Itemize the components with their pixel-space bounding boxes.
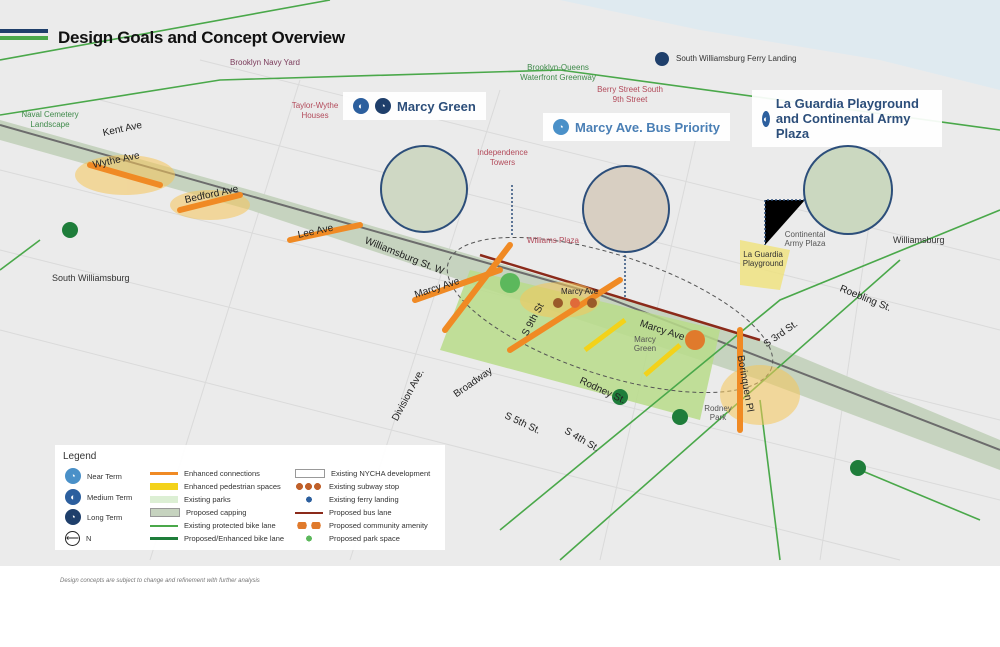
- label-ferry: South Williamsburg Ferry Landing: [676, 54, 797, 63]
- medium-term-icon: ◐: [65, 489, 81, 505]
- callout-label: Marcy Ave. Bus Priority: [575, 119, 720, 135]
- legend-item: Existing NYCHA development: [331, 469, 431, 478]
- label-continental: Continental Army Plaza: [784, 230, 826, 248]
- callout-label: La Guardia Playground and Continental Ar…: [775, 96, 919, 141]
- amenity-swatch: [295, 522, 323, 529]
- label-south-williamsburg: South Williamsburg: [52, 273, 130, 283]
- label-marcy-green: Marcy Green: [633, 335, 657, 353]
- legend-item: Existing subway stop: [329, 482, 400, 491]
- enhanced-bike-lane-swatch: [150, 537, 178, 540]
- callout-marcy-green[interactable]: ◐ ◔ Marcy Green: [343, 92, 486, 120]
- nycha-swatch: [295, 469, 325, 478]
- legend-item: Existing ferry landing: [329, 495, 399, 504]
- label-taylor-wythe: Taylor-Wythe Houses: [291, 101, 339, 120]
- enhanced-connections-swatch: [150, 472, 178, 475]
- near-term-icon: ◔: [65, 468, 81, 484]
- legend-item: Proposed bus lane: [329, 508, 392, 517]
- page-title: Design Goals and Concept Overview: [58, 28, 345, 47]
- marcy-green-park: [440, 270, 720, 420]
- label-berry-street: Berry Street South 9th Street: [597, 85, 663, 104]
- proposed-bus-lane: [479, 253, 761, 342]
- label-rodney-park: Rodney Park: [704, 404, 732, 422]
- expressway-capping: [0, 120, 1000, 470]
- capping-swatch: [150, 508, 180, 517]
- legend-item: Enhanced pedestrian spaces: [184, 482, 281, 491]
- callout-laguardia[interactable]: ◐ La Guardia Playground and Continental …: [752, 90, 942, 147]
- legend-item: Proposed community amenity: [329, 521, 428, 530]
- legend-near-term: Near Term: [87, 471, 122, 481]
- medium-term-icon: ◐: [353, 98, 369, 114]
- label-naval-cemetery: Naval Cemetery Landscape: [21, 110, 79, 129]
- enhanced-connections: [87, 162, 743, 433]
- legend-item: Proposed capping: [186, 508, 247, 517]
- near-term-icon: ◔: [553, 119, 569, 135]
- ferry-landing-icon: [655, 52, 669, 66]
- legend-medium-term: Medium Term: [87, 492, 133, 502]
- label-williams-plaza: Williams Plaza: [527, 236, 580, 245]
- callout-label: Marcy Green: [397, 98, 476, 114]
- bike-lane-swatch: [150, 524, 178, 527]
- image-bubble-bus-priority: [582, 165, 670, 253]
- legend-item: Existing protected bike lane: [184, 521, 276, 530]
- legend-title: Legend: [63, 451, 97, 462]
- long-term-icon: ◔: [375, 98, 391, 114]
- label-independence: Independence Towers: [477, 148, 528, 167]
- callout-bus-priority[interactable]: ◔ Marcy Ave. Bus Priority: [543, 113, 730, 141]
- legend-item: Enhanced connections: [184, 469, 260, 478]
- subway-stop-icons: [553, 298, 597, 308]
- legend-item: Proposed park space: [329, 534, 400, 543]
- concept-map: Design Goals and Concept Overview Brookl…: [0, 0, 1000, 566]
- long-term-icon: ◔: [65, 509, 81, 525]
- image-bubble-laguardia: [803, 145, 893, 235]
- north-arrow-icon: ⟵: [65, 531, 80, 546]
- legend: Legend ◔ Near Term ◐ Medium Term ◔ Long Ter…: [55, 445, 445, 550]
- bike-lane-markers: [62, 222, 866, 476]
- legend-north: N: [86, 534, 92, 543]
- legend-item: Existing parks: [184, 495, 231, 504]
- community-amenity-icon: [685, 330, 705, 350]
- label-williamsburg: Williamsburg: [893, 235, 945, 245]
- parks-swatch: [150, 496, 178, 503]
- laguardia-playground: [740, 240, 790, 290]
- title-accent-bars: [0, 29, 48, 43]
- ferry-swatch: [295, 496, 323, 503]
- river: [560, 0, 1000, 90]
- image-bubble-marcy-green: [380, 145, 468, 233]
- park-space-icon: [500, 273, 520, 293]
- label-laguardia: La Guardia Playground: [742, 250, 784, 268]
- subway-stop-swatch: [295, 483, 323, 490]
- medium-term-icon: ◐: [762, 110, 770, 127]
- legend-long-term: Long Term: [87, 512, 123, 522]
- label-navy-yard: Brooklyn Navy Yard: [230, 58, 300, 67]
- bus-lane-swatch: [295, 511, 323, 514]
- legend-item: Proposed/Enhanced bike lane: [184, 534, 285, 543]
- park-space-swatch: [295, 535, 323, 542]
- label-greenway: Brooklyn-Queens Waterfront Greenway: [520, 63, 596, 82]
- station-marcy-ave: Marcy Ave: [561, 287, 599, 296]
- footnote: Design concepts are subject to change an…: [60, 578, 260, 584]
- pedestrian-swatch: [150, 483, 178, 490]
